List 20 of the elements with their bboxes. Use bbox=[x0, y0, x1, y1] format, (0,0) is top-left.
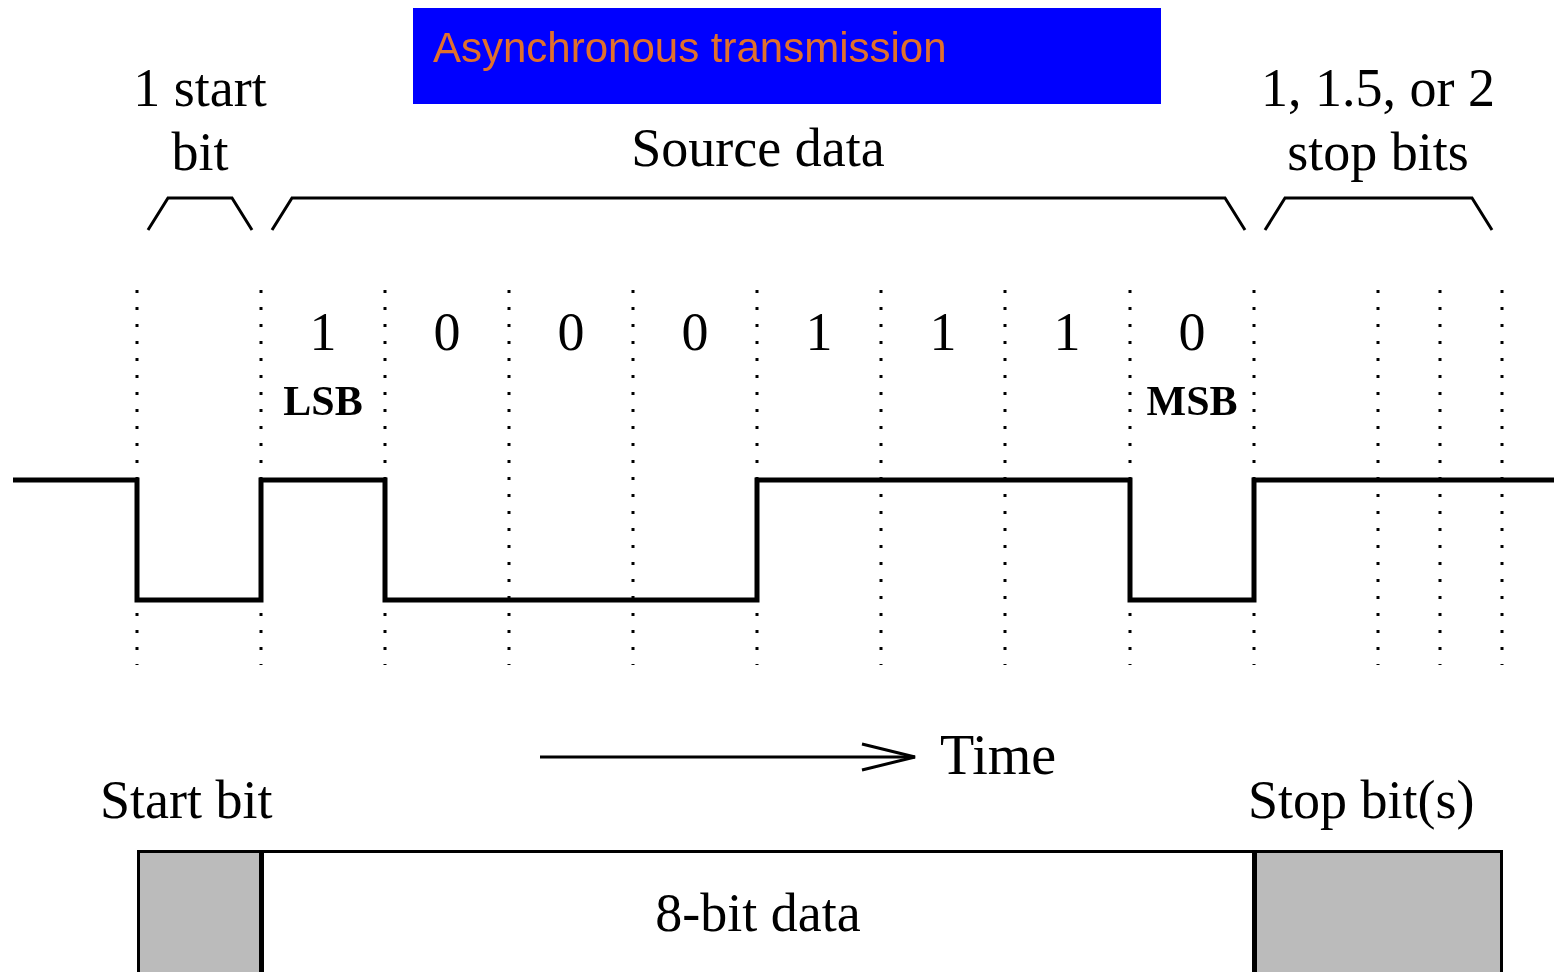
bit-value: 1 bbox=[308, 301, 338, 364]
axis-label: Time bbox=[940, 723, 1058, 788]
data-field: 8-bit data bbox=[261, 850, 1255, 972]
bit-value: 0 bbox=[432, 301, 462, 364]
bracket-label: 1 start bit bbox=[132, 57, 268, 184]
bit-value: 1 bbox=[1052, 301, 1082, 364]
bit-value: 0 bbox=[680, 301, 710, 364]
bit-field bbox=[137, 850, 262, 972]
field-label: Stop bit(s) bbox=[1248, 769, 1476, 832]
bit-value: 0 bbox=[556, 301, 586, 364]
bit-field bbox=[1254, 850, 1503, 972]
bit-value: 1 bbox=[804, 301, 834, 364]
bit-value: 1 bbox=[928, 301, 958, 364]
title-banner: Asynchronous transmission bbox=[413, 8, 1161, 104]
bit-value: 0 bbox=[1177, 301, 1207, 364]
bit-order-label: MSB bbox=[1145, 377, 1239, 426]
bit-order-label: LSB bbox=[282, 377, 364, 426]
bracket-label: 1, 1.5, or 2 stop bits bbox=[1260, 57, 1496, 184]
bracket-label: Source data bbox=[630, 117, 886, 180]
field-label: Start bit bbox=[100, 769, 274, 832]
